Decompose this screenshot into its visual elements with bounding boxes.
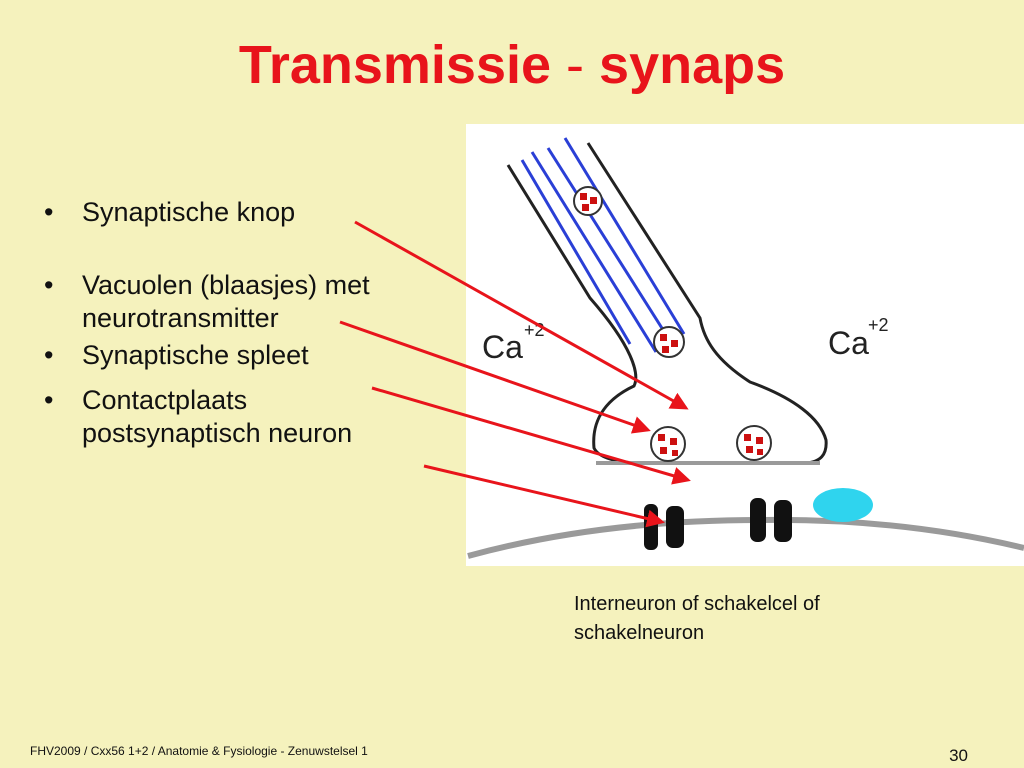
- caption-line-1: Interneuron of schakelcel of: [574, 593, 820, 615]
- synapse-diagram: Ca +2 Ca +2: [466, 124, 1024, 566]
- postsynaptic-membrane: [467, 516, 1024, 559]
- bullet-item-synaptische-knop: • Synaptische knop: [44, 196, 464, 229]
- receptor-channel: [644, 504, 684, 550]
- bullet-text: Vacuolen (blaasjes) met: [82, 270, 370, 300]
- bullet-text: Contactplaats: [82, 385, 248, 415]
- bullet-list: • Synaptische knop • Vacuolen (blaasjes)…: [44, 196, 464, 450]
- title-part-1: Transmissie: [238, 35, 552, 95]
- open-receptor: [813, 488, 873, 522]
- calcium-ion-right-charge: +2: [868, 315, 889, 335]
- title-part-2: synaps: [599, 35, 786, 95]
- page-number: 30: [949, 746, 968, 765]
- vesicle: [653, 326, 685, 358]
- vesicle: [650, 426, 686, 462]
- slide-footer: FHV2009 / Cxx56 1+2 / Anatomie & Fysiolo…: [30, 744, 368, 758]
- microtubules: [520, 137, 686, 353]
- bullet-icon: •: [44, 197, 54, 227]
- bullet-item-synaptische-spleet: • Synaptische spleet: [44, 339, 464, 372]
- figure-caption: Interneuron of schakelcel of schakelneur…: [574, 590, 914, 648]
- bullet-icon: •: [44, 340, 54, 370]
- vesicle: [573, 186, 603, 216]
- calcium-ion-left-symbol: Ca: [482, 329, 523, 365]
- bullet-text-continued: neurotransmitter: [82, 303, 279, 333]
- receptor-channel: [750, 498, 792, 542]
- synapse-diagram-drawing: Ca +2 Ca +2: [467, 137, 1024, 559]
- title-separator: -: [566, 35, 585, 95]
- bullet-item-contactplaats: • Contactplaats postsynaptisch neuron: [44, 384, 464, 450]
- bullet-text: Synaptische spleet: [82, 340, 309, 370]
- calcium-ion-right-symbol: Ca: [828, 325, 869, 361]
- bullet-item-vacuolen: • Vacuolen (blaasjes) met neurotransmitt…: [44, 269, 464, 335]
- caption-line-2: schakelneuron: [574, 622, 705, 644]
- calcium-ion-left-charge: +2: [524, 320, 545, 340]
- bullet-text: Synaptische knop: [82, 197, 296, 227]
- bullet-icon: •: [44, 385, 54, 415]
- bullet-text-continued: postsynaptisch neuron: [82, 418, 353, 448]
- bullet-icon: •: [44, 270, 54, 300]
- slide-title: Transmissie - synaps: [0, 30, 1024, 100]
- vesicle: [736, 425, 772, 461]
